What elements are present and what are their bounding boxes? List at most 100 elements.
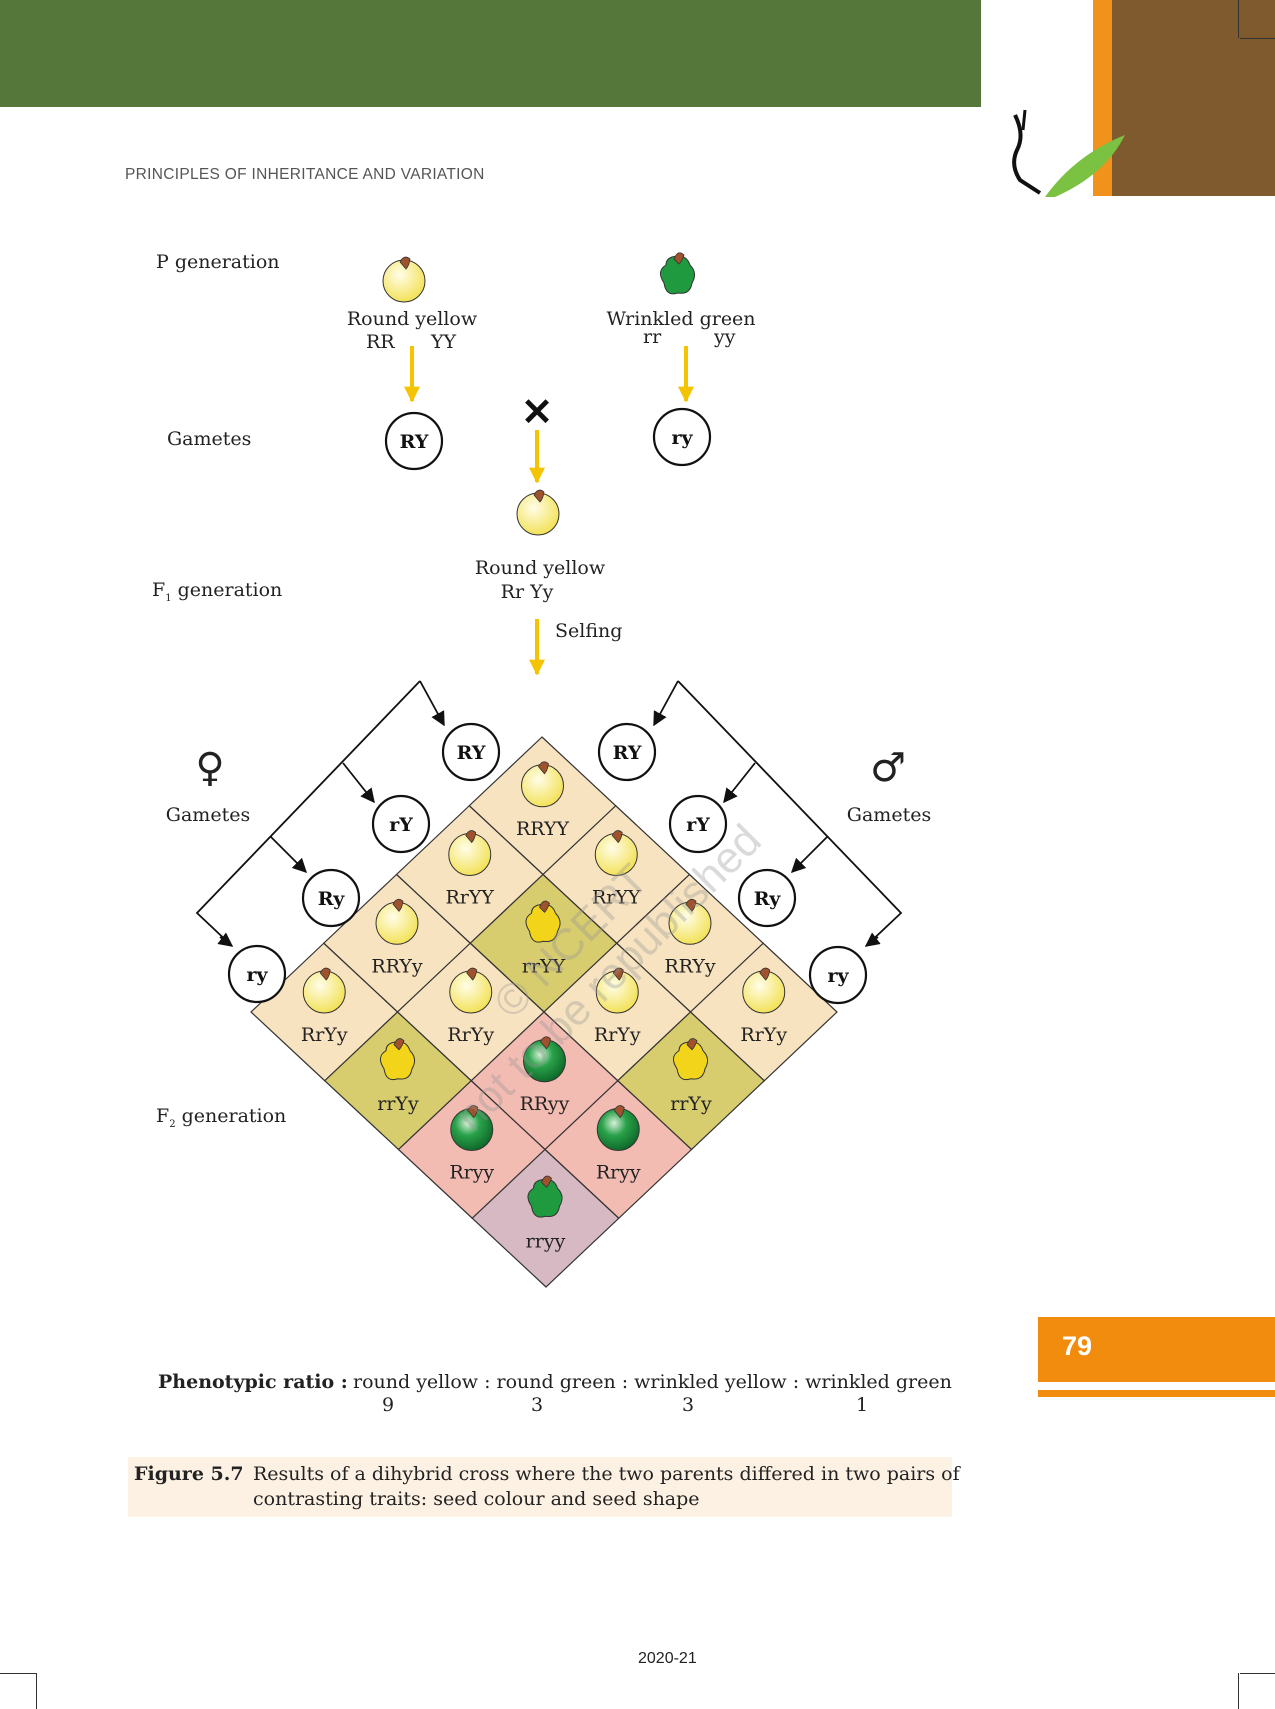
phenotypic-ratio-label: Phenotypic ratio : [158,1371,348,1393]
seed-hilum [533,489,545,503]
crop-mark [1238,1673,1239,1709]
cell-genotype: RrYY [446,887,495,909]
seed-hilum [319,967,331,981]
wrinkled-green-seed-icon [527,1175,563,1218]
cell-genotype: RRYY [516,818,570,840]
f1-generation-text: generation [171,579,283,601]
cell-genotype: Rryy [596,1162,641,1184]
cell-genotype: rrYY [522,955,566,977]
crop-mark [0,1673,36,1674]
round-yellow-seed-icon [521,761,564,808]
gamete-label: RY [400,431,429,453]
cell-genotype: rryy [526,1230,566,1252]
female-gametes-label: Gametes [165,804,251,826]
crop-mark [1238,0,1239,38]
seed-body [380,1041,416,1081]
gamete-label: RY [457,742,486,764]
cell-genotype: RRYy [664,955,716,977]
round-yellow-seed-icon [375,898,419,945]
seed-hilum [393,1038,405,1051]
round-green-seed-icon [596,1105,640,1151]
cell-genotype: RRYy [371,955,423,977]
gamete-label: RY [613,742,642,764]
f1-f: F [152,579,166,601]
cross-icon: ✕ [521,389,553,434]
gamete-circle [441,722,501,782]
seed-body [525,903,561,943]
seed-hilum [673,252,685,265]
gamete-label: ry [246,964,268,986]
seed-hilum [466,967,478,981]
cell-genotype: RrYY [592,887,641,909]
page-number-box [1038,1317,1275,1382]
seed-hilum [611,830,623,844]
header-band [0,0,981,107]
f1-subscript: 1 [165,592,172,604]
dancer-leaf-logo [1012,109,1125,197]
cell-genotype: RrYy [594,1024,641,1046]
seed-hilum [759,967,771,981]
gamete-circle [384,411,444,471]
gamete-circle [652,407,712,467]
p-generation-label: P generation [156,251,280,273]
seed-body [673,1041,709,1081]
cell-genotype: rrYy [670,1093,712,1115]
dihybrid-cross-diagram: RRYYRrYYRRYyRrYyRrYYrrYYRrYyrrYyRRYyRrYy… [195,252,903,1288]
seed-hilum [613,1105,625,1119]
right-parent-allele-r: rr [643,326,662,348]
female-gamete-Ry: Ry [301,868,361,928]
f1-phenotype: Round yellow [474,557,606,579]
f1-genotype: Rr Yy [500,581,554,603]
right-parent-gamete: ry [652,407,712,467]
left-parent-phenotype: Round yellow [346,308,478,330]
page-number: 79 [1062,1331,1093,1361]
cell-genotype: rrYy [377,1093,419,1115]
cell-genotype: Rryy [449,1162,494,1184]
round-yellow-seed-icon [382,256,426,303]
left-parent-allele-r: RR [366,331,395,353]
seed-hilum [538,761,549,775]
ratio-value-round-yellow: 9 [381,1394,395,1416]
f2-f: F [156,1105,170,1127]
seed-hilum [465,830,477,844]
edition-year: 2020-21 [638,1650,697,1667]
f2-subscript: 2 [169,1118,176,1130]
left-parent-gamete: RY [384,411,444,471]
female-gamete-arrow [342,762,375,804]
right-parent-phenotype: Wrinkled green [606,308,756,330]
gamete-circle [371,794,431,854]
crop-mark [1240,38,1275,39]
round-yellow-seed-icon [742,967,786,1014]
crop-mark [36,1673,37,1709]
seed-hilum [686,1038,698,1051]
male-gamete-Ry: Ry [737,868,797,928]
male-gametes-label: Gametes [846,804,932,826]
wrinkled-green-seed-icon [660,252,696,295]
female-gamete-RY: RY [441,722,501,782]
wrinkled-yellow-seed-icon [380,1038,416,1081]
female-gamete-arrow [217,932,234,947]
selfing-label: Selfing [555,620,623,642]
gamete-label: rY [389,814,413,836]
cell-background [471,1148,620,1288]
gametes-label: Gametes [167,428,252,450]
round-yellow-seed-icon [516,489,560,536]
round-green-seed-icon [523,1036,566,1083]
female-gamete-arrow [270,836,308,874]
male-gamete-arrow [653,680,679,727]
chapter-title: PRINCIPLES OF INHERITANCE AND VARIATION [125,166,485,183]
figure-caption: Figure 5.7 Results of a dihybrid cross w… [128,1457,960,1517]
page-number-underline [1038,1390,1275,1397]
gamete-circle [668,794,728,854]
seed-hilum [540,1036,551,1050]
cell-genotype: RRyy [520,1093,570,1115]
figure-number: Figure 5.7 [134,1463,244,1485]
round-yellow-seed-icon [449,967,493,1014]
gamete-label: rY [686,814,710,836]
ratio-value-round-green: 3 [530,1394,544,1416]
gamete-label: Ry [318,888,345,910]
f1-generation-label: F1 generation [152,579,282,604]
punnett-square: RRYYRrYYRRYyRrYyRrYYrrYYRrYyrrYyRRYyRrYy… [250,736,838,1288]
left-parent-allele-y: YY [431,331,457,353]
